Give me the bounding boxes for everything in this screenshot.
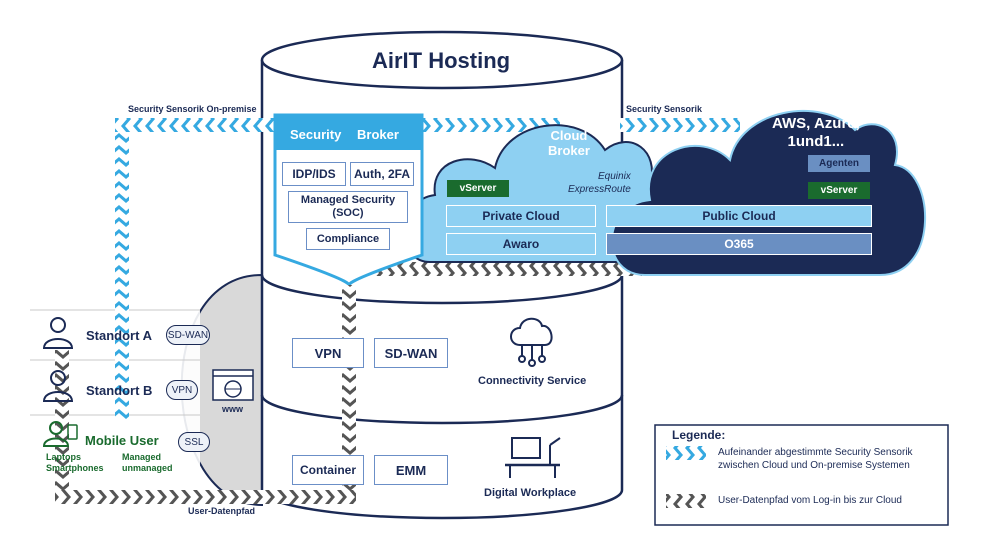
www-label: www: [222, 404, 244, 414]
security-onprem-label: Security Sensorik On-premise: [128, 104, 257, 114]
standort-b-label: Standort B: [86, 383, 153, 398]
emm-box: EMM: [374, 455, 448, 485]
agenten-label: Agenten: [808, 155, 870, 172]
managed-label: Managed unmanaged: [122, 452, 173, 473]
laptops-label: Laptops Smartphones: [46, 452, 104, 473]
compliance-box: Compliance: [306, 228, 390, 250]
ssl-pill: SSL: [178, 432, 210, 452]
legend-item-security: Aufeinander abgestimmte Security Sensori…: [718, 447, 913, 471]
security-cloud-label: Security Sensorik: [626, 104, 703, 114]
equinix-label: Equinix ExpressRoute: [568, 171, 631, 195]
connectivity-service-label: Connectivity Service: [478, 375, 587, 387]
public-cloud-title: AWS, Azure, 1und1...: [772, 115, 860, 150]
o365-box: O365: [606, 233, 872, 255]
legend-item-user-path: User-Datenpfad vom Log-in bis zur Cloud: [718, 495, 902, 506]
standort-a-label: Standort A: [86, 328, 152, 343]
security-broker-title-left: Security: [290, 127, 342, 142]
vpn-pill: VPN: [166, 380, 198, 400]
legend-title: Legende:: [668, 428, 730, 442]
mobile-user-label: Mobile User: [85, 433, 159, 448]
auth-2fa-box: Auth, 2FA: [350, 162, 414, 186]
managed-security-box: Managed Security (SOC): [288, 191, 408, 223]
security-broker-title-right: Broker: [357, 127, 399, 142]
cloud-broker-title: Cloud Broker: [548, 128, 590, 158]
awaro-box: Awaro: [446, 233, 596, 255]
container-box: Container: [292, 455, 364, 485]
page-title: AirIT Hosting: [372, 48, 511, 73]
sdwan-box: SD-WAN: [374, 338, 448, 368]
sdwan-pill: SD-WAN: [166, 325, 210, 345]
vserver-private-label: vServer: [447, 180, 509, 197]
private-cloud-box: Private Cloud: [446, 205, 596, 227]
vserver-public-label: vServer: [808, 182, 870, 199]
user-path-label: User-Datenpfad: [188, 506, 256, 516]
digital-workplace-label: Digital Workplace: [484, 487, 577, 499]
idp-ids-box: IDP/IDS: [282, 162, 346, 186]
vpn-box: VPN: [292, 338, 364, 368]
public-cloud-box: Public Cloud: [606, 205, 872, 227]
